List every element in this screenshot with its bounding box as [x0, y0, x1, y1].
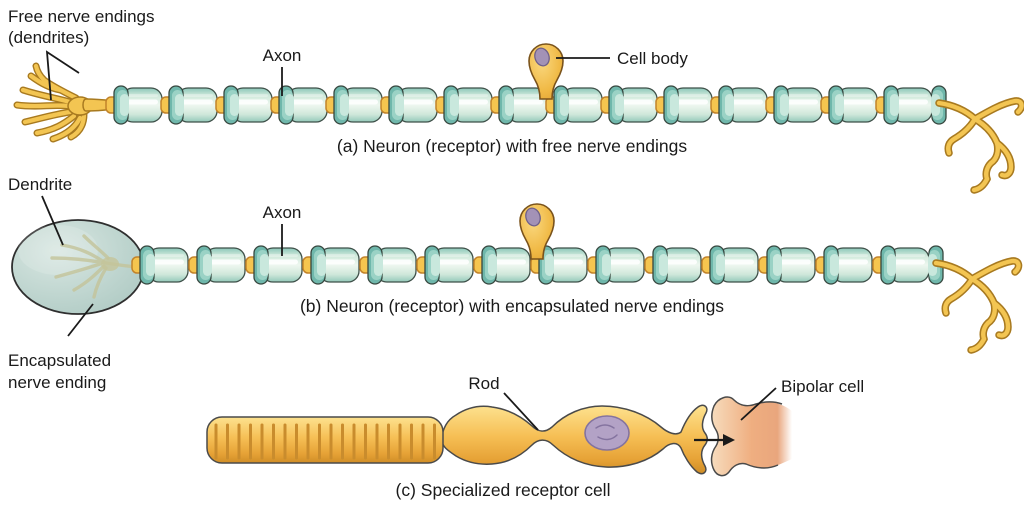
panel-c-annotations: Rod Bipolar cell (c) Specialized recepto…	[396, 374, 865, 500]
myelin-segment	[702, 246, 758, 284]
leader-line-dendrite	[41, 195, 64, 246]
panel-a-annotations: Free nerve endings (dendrites) Axon Cell…	[8, 7, 688, 156]
myelin-segment	[246, 246, 302, 284]
label-free-nerve-endings: Free nerve endings	[8, 7, 154, 26]
myelin-segment	[588, 246, 644, 284]
myelin-segment	[873, 246, 929, 284]
bipolar-cell-outline	[710, 396, 783, 477]
myelin-segment	[417, 246, 473, 284]
label-encapsulated-2: nerve ending	[8, 373, 106, 392]
capsule-dendrite-branch	[82, 234, 110, 260]
capsule-dendrite-branch	[92, 266, 108, 299]
myelin-segment	[656, 86, 712, 124]
myelin-segment	[271, 86, 327, 124]
arrowhead	[723, 434, 735, 446]
myelin-segment	[216, 86, 272, 124]
rod-nucleus	[584, 415, 630, 451]
myelin-segment	[326, 86, 382, 124]
myelin-segment	[821, 86, 877, 124]
axon-terminals-a	[939, 101, 1022, 190]
label-axon-b: Axon	[263, 203, 302, 222]
rod-outer-segment	[206, 416, 444, 464]
rod-nucleus-chromatin	[595, 424, 618, 441]
caption-c: (c) Specialized receptor cell	[396, 480, 611, 500]
rod-cell-body-shape	[440, 404, 708, 475]
capsule-dendrite-branch	[54, 262, 102, 279]
myelin-segment	[303, 246, 359, 284]
encapsulated-nerve-ending	[11, 219, 145, 315]
myelin-segment	[816, 246, 872, 284]
myelin-segment	[474, 246, 530, 284]
bipolar-cell-shape	[711, 397, 792, 476]
caption-b: (b) Neuron (receptor) with encapsulated …	[300, 296, 724, 316]
label-free-nerve-endings-2: (dendrites)	[8, 28, 89, 47]
myelin-segment	[766, 86, 822, 124]
myelin-segment	[876, 86, 932, 124]
myelin-segment	[436, 86, 492, 124]
myelin-segment	[759, 246, 815, 284]
synapse-arrow	[694, 434, 735, 446]
myelin-segment	[645, 246, 701, 284]
capsule-dendrite-soma	[101, 257, 119, 271]
panel-b-annotations: Dendrite Axon Encapsulated nerve ending …	[8, 175, 724, 392]
label-cell-body: Cell body	[617, 49, 688, 68]
caption-a: (a) Neuron (receptor) with free nerve en…	[337, 136, 687, 156]
myelin-segment	[132, 246, 188, 284]
leader-line-rod	[503, 392, 539, 431]
panel-c: Rod Bipolar cell (c) Specialized recepto…	[206, 374, 865, 500]
capsule-dendrite-branch	[60, 243, 106, 264]
capsule-sheen	[18, 225, 98, 275]
panel-a: Free nerve endings (dendrites) Axon Cell…	[8, 7, 1022, 190]
myelin-segment	[189, 246, 245, 284]
label-rod: Rod	[468, 374, 499, 393]
myelin-segment	[546, 86, 602, 124]
label-axon-a: Axon	[263, 46, 302, 65]
myelin-segment	[601, 86, 657, 124]
panel-b: Dendrite Axon Encapsulated nerve ending …	[8, 175, 1019, 392]
myelin-segment	[106, 86, 162, 124]
myelinated-axon-a	[106, 86, 947, 124]
label-dendrite: Dendrite	[8, 175, 72, 194]
capsule-dendrite-branch	[72, 264, 106, 292]
myelin-segment	[161, 86, 217, 124]
rod-outer-segment-ridges	[214, 423, 436, 460]
label-encapsulated: Encapsulated	[8, 351, 111, 370]
leader-line-bipolar-cell	[740, 387, 777, 421]
axon-terminals-b	[936, 261, 1019, 350]
label-bipolar-cell: Bipolar cell	[781, 377, 864, 396]
myelin-segment	[711, 86, 767, 124]
capsule-dendrite-branch	[50, 256, 102, 264]
free-nerve-endings	[17, 66, 116, 139]
myelin-segment	[360, 246, 416, 284]
leader-line-encapsulated	[67, 303, 94, 337]
leader-line-free-nerve-endings	[45, 50, 80, 101]
myelin-segment	[381, 86, 437, 124]
